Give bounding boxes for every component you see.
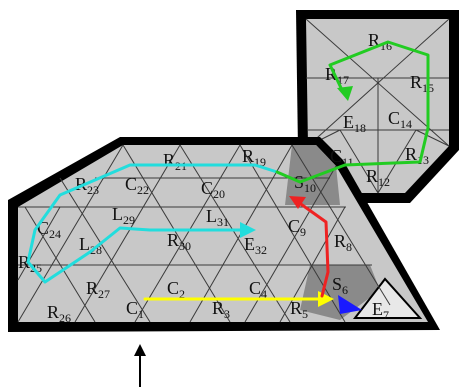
path-red-arrowhead [289,196,306,209]
cell-label-r23: R23 [75,174,99,197]
path-cyan [26,163,279,284]
path-green [275,40,430,184]
cell-label-r26: R26 [47,302,71,325]
cell-label-l31: L31 [206,206,229,229]
entrance-cell-e7 [352,277,423,319]
path-cyan-arrowhead [240,222,256,238]
cell-label-r27: R27 [86,278,110,301]
shaded-cell-s10 [285,145,340,205]
cell-label-r12: R12 [366,166,390,189]
cell-label-c14: C14 [388,108,412,131]
cell-label-c1: C1 [126,298,144,321]
cell-label-c22: C22 [125,174,149,197]
entrance-arrow [134,344,146,387]
cell-label-s6: S6 [332,274,348,297]
cell-label-c2: C2 [167,278,185,301]
cell-label-c4: C4 [249,278,267,301]
cell-label-r25: R25 [18,252,42,275]
path-blue-arrowhead [338,295,362,314]
cell-label-r30: R30 [167,230,191,253]
path-red [296,200,330,298]
cell-label-c11: C11 [330,146,354,169]
cell-label-e7: E7 [372,299,389,322]
robot-paths [26,40,430,314]
cell-label-c9: C9 [288,216,306,239]
path-green-arrowhead [337,86,353,101]
shaded-cell-s6 [300,265,380,320]
cell-label-l29: L29 [112,204,135,227]
cell-label-e32: E32 [244,234,267,257]
cell-label-r3: R3 [212,298,230,321]
cell-label-e18: E18 [343,112,366,135]
cell-label-r8: R8 [334,231,352,254]
cell-label-r5: R5 [290,298,308,321]
cell-label-c20: C20 [201,178,225,201]
